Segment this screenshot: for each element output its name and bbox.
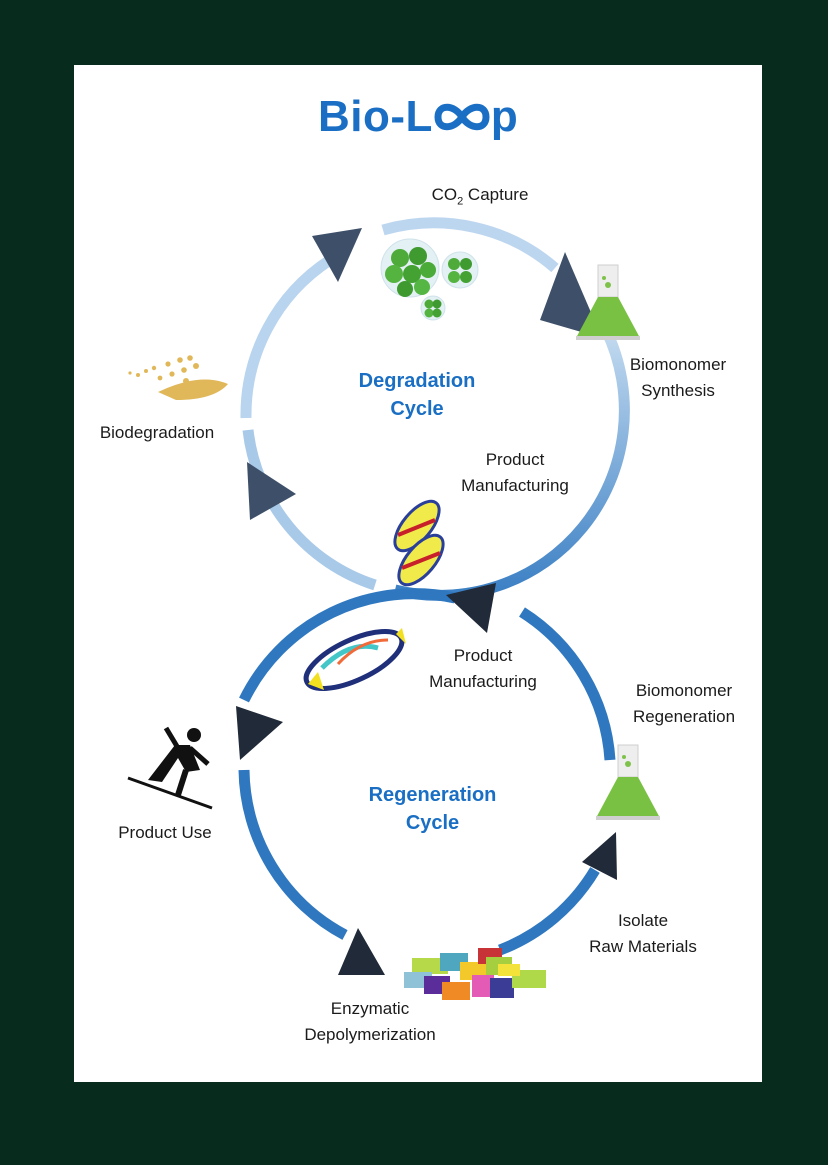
co2-prefix: CO bbox=[431, 185, 458, 204]
title-suffix: p bbox=[490, 92, 519, 141]
regeneration-arc-left bbox=[238, 769, 348, 940]
product-use-line1: Product Use bbox=[118, 823, 212, 842]
algae-cells-icon bbox=[380, 238, 479, 321]
biomonomer-synthesis-line2: Synthesis bbox=[641, 381, 715, 400]
surfboard-icon bbox=[303, 628, 406, 691]
degradation-cycle-line2: Cycle bbox=[390, 398, 444, 420]
product-manufacturing-bottom-label: Product Manufacturing bbox=[408, 643, 558, 695]
flip-flops-icon bbox=[393, 499, 445, 587]
degradation-cycle-label: Degradation Cycle bbox=[357, 367, 477, 423]
degradation-arc-top bbox=[381, 217, 559, 273]
isolate-raw-materials-label: Isolate Raw Materials bbox=[568, 908, 718, 960]
regeneration-arc-top-left bbox=[239, 588, 457, 703]
arrow-head-to-biodegradation bbox=[247, 462, 296, 520]
regeneration-loop bbox=[236, 583, 617, 975]
surfer-icon bbox=[127, 726, 213, 810]
enzymatic-depolymerization-line1: Enzymatic bbox=[330, 999, 410, 1018]
product-manufacturing-top-line1: Product bbox=[485, 450, 545, 469]
product-manufacturing-top-line2: Manufacturing bbox=[461, 476, 569, 495]
degradation-arc-left bbox=[242, 429, 377, 591]
biomonomer-regeneration-label: Biomonomer Regeneration bbox=[614, 678, 754, 730]
regeneration-cycle-line2: Cycle bbox=[405, 812, 460, 834]
regeneration-cycle-line1: Regeneration bbox=[368, 784, 497, 806]
isolate-raw-materials-line1: Isolate bbox=[617, 911, 669, 930]
co2-subscript: 2 bbox=[457, 195, 464, 208]
product-use-label: Product Use bbox=[100, 820, 230, 846]
building-blocks-icon bbox=[404, 948, 546, 1000]
enzymatic-depolymerization-line2: Depolymerization bbox=[304, 1025, 436, 1044]
enzymatic-depolymerization-label: Enzymatic Depolymerization bbox=[280, 996, 460, 1048]
degradation-loop bbox=[240, 217, 630, 601]
product-manufacturing-top-label: Product Manufacturing bbox=[440, 447, 590, 499]
degradation-arc-upper-left bbox=[240, 255, 334, 419]
biomonomer-synthesis-line1: Biomonomer bbox=[629, 355, 727, 374]
dissolving-powder-icon bbox=[128, 355, 228, 400]
co2-capture-label: CO2 Capture bbox=[410, 182, 550, 214]
arrow-head-to-co2 bbox=[312, 228, 362, 282]
flask-icon-regeneration bbox=[596, 744, 660, 820]
co2-suffix: Capture bbox=[463, 185, 529, 204]
infinity-icon bbox=[434, 103, 490, 131]
flask-icon-synthesis bbox=[576, 264, 640, 340]
biomonomer-regeneration-line2: Regeneration bbox=[632, 707, 736, 726]
arrow-head-to-flask bbox=[540, 252, 602, 338]
product-manufacturing-bottom-line1: Product bbox=[453, 646, 513, 665]
regeneration-arc-bottom bbox=[498, 867, 600, 956]
arrow-head-to-depolymerization bbox=[338, 928, 385, 975]
arrow-head-to-regeneration-flask bbox=[582, 832, 617, 880]
title-prefix: Bio-L bbox=[318, 92, 433, 141]
degradation-cycle-line1: Degradation bbox=[358, 370, 476, 392]
product-manufacturing-bottom-line2: Manufacturing bbox=[429, 672, 537, 691]
isolate-raw-materials-line2: Raw Materials bbox=[589, 937, 697, 956]
regeneration-cycle-label: Regeneration Cycle bbox=[345, 781, 520, 837]
arrow-head-to-product-use bbox=[236, 706, 283, 760]
biodegradation-line1: Biodegradation bbox=[99, 423, 215, 442]
biodegradation-label: Biodegradation bbox=[82, 420, 232, 446]
biomonomer-regeneration-line1: Biomonomer bbox=[635, 681, 733, 700]
diagram-title: Bio-L p bbox=[318, 92, 518, 142]
arrow-head-to-manufacturing bbox=[446, 583, 496, 633]
regeneration-arc-right bbox=[519, 607, 616, 761]
biomonomer-synthesis-label: Biomonomer Synthesis bbox=[618, 352, 738, 404]
